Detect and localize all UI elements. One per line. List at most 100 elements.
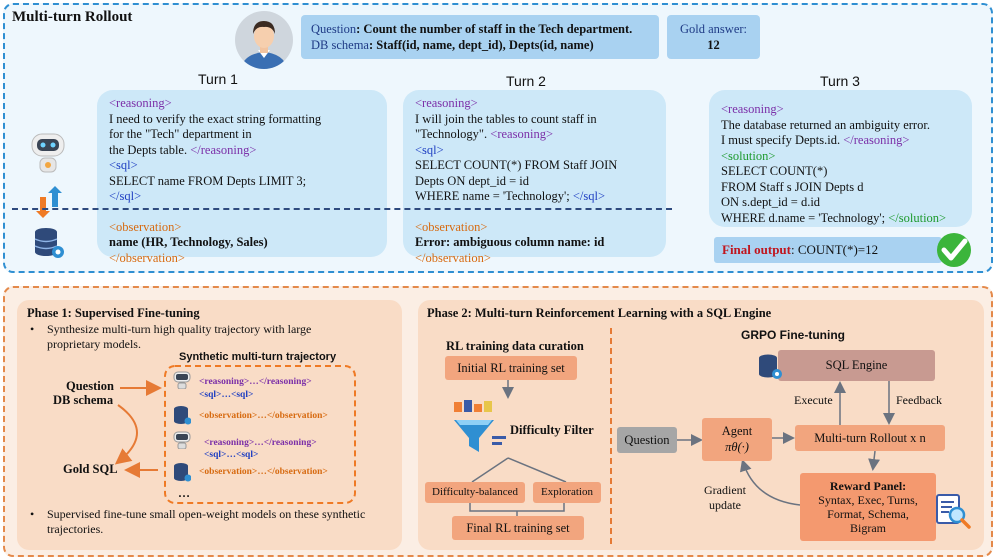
reward-panel-title: Reward Panel [829,479,903,493]
question-label: Question [311,22,357,36]
gold-answer-box: Gold answer: 12 [667,15,760,59]
robot-icon [31,133,65,173]
turn-2-reasoning-line-2: "Technology". [415,127,491,141]
question-schema-box: Question: Count the number of staff in t… [301,15,659,59]
check-icon [937,233,971,267]
trajectory-robot-icon-2 [173,431,191,449]
question-text: : Count the number of staff in the Tech … [356,22,633,36]
trajectory-database-icon-2 [174,463,191,482]
reward-line-3: Bigram [850,521,886,535]
gold-label: Gold answer: [680,22,747,36]
trajectory-sql-1: <sql>…<sql> [199,390,254,400]
final-output-value: : COUNT(*)=12 [791,242,879,257]
gradient-update-label: Gradient update [701,483,749,513]
turn-3-box: <reasoning> The database returned an amb… [709,90,972,227]
trajectory-ellipsis: … [178,486,190,500]
turn-2-sql-open: <sql> [415,142,444,157]
turn-3-label: Turn 3 [820,73,860,89]
update-text: update [709,498,741,512]
turn-3-solution-line-3: ON s.dept_id = d.id [721,195,821,209]
trajectory-observation-2: <observation>…</observation> [199,467,328,477]
exploration-box: Exploration [533,482,601,503]
turn-1-sql-close: </sql> [109,189,142,203]
turn-1-observation-text: name (HR, Technology, Sales) [109,235,268,249]
phase-1-panel [17,300,402,550]
turn-1-sql-line-1: SELECT name FROM Depts LIMIT 3; [109,173,307,188]
phase-1-question: Question [66,379,114,393]
schema-text: : Staff(id, name, dept_id), Depts(id, na… [368,38,594,52]
trajectory-sql-2: <sql>…<sql> [204,450,259,460]
phase-1-bullet-2: Supervised fine-tune small open-weight m… [47,507,366,536]
schema-label: DB schema [311,38,369,52]
turn-2-reasoning-close: <reasoning> [490,127,553,141]
turn-3-reasoning-close: </reasoning> [843,133,910,147]
turn-2-reasoning-open: <reasoning> [415,96,478,110]
curation-title: RL training data curation [446,339,584,353]
agent-policy: πθ(·) [725,440,749,454]
phase-1-bullet-1: Synthesize multi-turn high quality traje… [47,322,312,351]
turn-2-sql-line-1: SELECT COUNT(*) FROM Staff JOIN [415,158,618,172]
turn-2-sql-close: </sql> [572,189,606,203]
reward-panel-colon: : [902,479,907,493]
phase-1-bullet-1-dot: • [30,322,35,336]
turn-1-observation-open: <observation> [109,219,182,234]
agent-box: Agent πθ(·) [702,418,772,461]
turn-1-label: Turn 1 [198,71,238,87]
turn-2-observation-text: : ambiguous column name: id [446,235,605,249]
execute-label: Execute [794,393,833,407]
action-observation-divider [12,208,672,210]
phase-1-db-schema: DB schema [53,393,114,407]
rollout-title: Multi-turn Rollout [12,9,133,25]
difficulty-filter-label: Difficulty Filter [510,423,594,437]
final-output-box: Final output: COUNT(*)=12 [714,237,942,263]
phase-1-gold-sql: Gold SQL [63,462,118,476]
final-training-set: Final RL training set [452,516,584,540]
question-box: Question [617,427,677,453]
gradient-text: Gradient [704,483,746,497]
document-magnifier-icon [936,494,971,529]
trajectory-database-icon-1 [174,406,191,425]
reward-line-2: Format, Schema, [827,507,909,521]
turn-3-solution-line-2: FROM Staff s JOIN Depts d [721,179,864,194]
turn-3-reasoning-line-1: The database returned an ambiguity error… [721,117,930,132]
rollout-box: Multi-turn Rollout x n [795,425,945,451]
turn-2-observation-error: Error [415,235,447,249]
reward-panel-box: Reward Panel: Syntax, Exec, Turns, Forma… [800,473,936,541]
phase-1-bullet-2-dot: • [30,507,35,521]
turn-1-sql-open: <sql> [109,158,138,172]
database-icon [34,228,64,258]
phase-2-title: Phase 2: Multi-turn Reinforcement Learni… [427,306,772,320]
turn-3-reasoning-line-2: I must specify Depts.id. [721,133,844,147]
trajectory-observation-1: <observation>…</observation> [199,411,328,421]
turn-2-sql-line-3: WHERE name = 'Technology'; [415,189,573,203]
turn-2-sql-line-2: Depts ON dept_id = id [415,173,529,188]
reward-line-1: Syntax, Exec, Turns, [818,493,918,507]
turn-1-reasoning-line-1: I need to verify the exact string format… [109,111,322,126]
turn-2-box: <reasoning> I will join the tables to co… [403,90,666,265]
gold-value: 12 [707,38,720,52]
user-avatar-icon [235,11,293,69]
turn-3-solution-open: <solution> [721,148,776,163]
sql-engine-box: SQL Engine [778,350,935,381]
initial-training-set: Initial RL training set [445,356,577,380]
synthetic-trajectory-title: Synthetic multi-turn trajectory [179,351,337,363]
turn-1-reasoning-close: </reasoning> [190,142,257,157]
difficulty-balanced-box: Difficulty-balanced [425,482,525,503]
sql-engine-database-icon [759,354,782,379]
trajectory-robot-icon-1 [173,371,191,389]
grpo-title: GRPO Fine-tuning [741,328,845,342]
turn-3-reasoning-open: <reasoning> [721,102,784,116]
turn-1-reasoning-line-2: for the "Tech" department in [109,127,252,141]
turn-1-reasoning-line-3: the Depts table. [109,142,191,157]
feedback-label: Feedback [896,393,942,407]
turn-3-solution-close: </solution> [888,210,947,225]
turn-1-box: <reasoning> I need to verify the exact s… [97,90,387,265]
trajectory-reasoning-1: <reasoning>…</reasoning> [199,377,312,387]
filter-funnel-icon [454,400,506,452]
turn-2-observation-close: </observation> [415,250,491,265]
trajectory-reasoning-2: <reasoning>…</reasoning> [204,438,317,448]
final-output-label: Final output [722,242,791,257]
turn-2-label: Turn 2 [506,73,546,89]
swap-arrows-icon [36,186,62,218]
